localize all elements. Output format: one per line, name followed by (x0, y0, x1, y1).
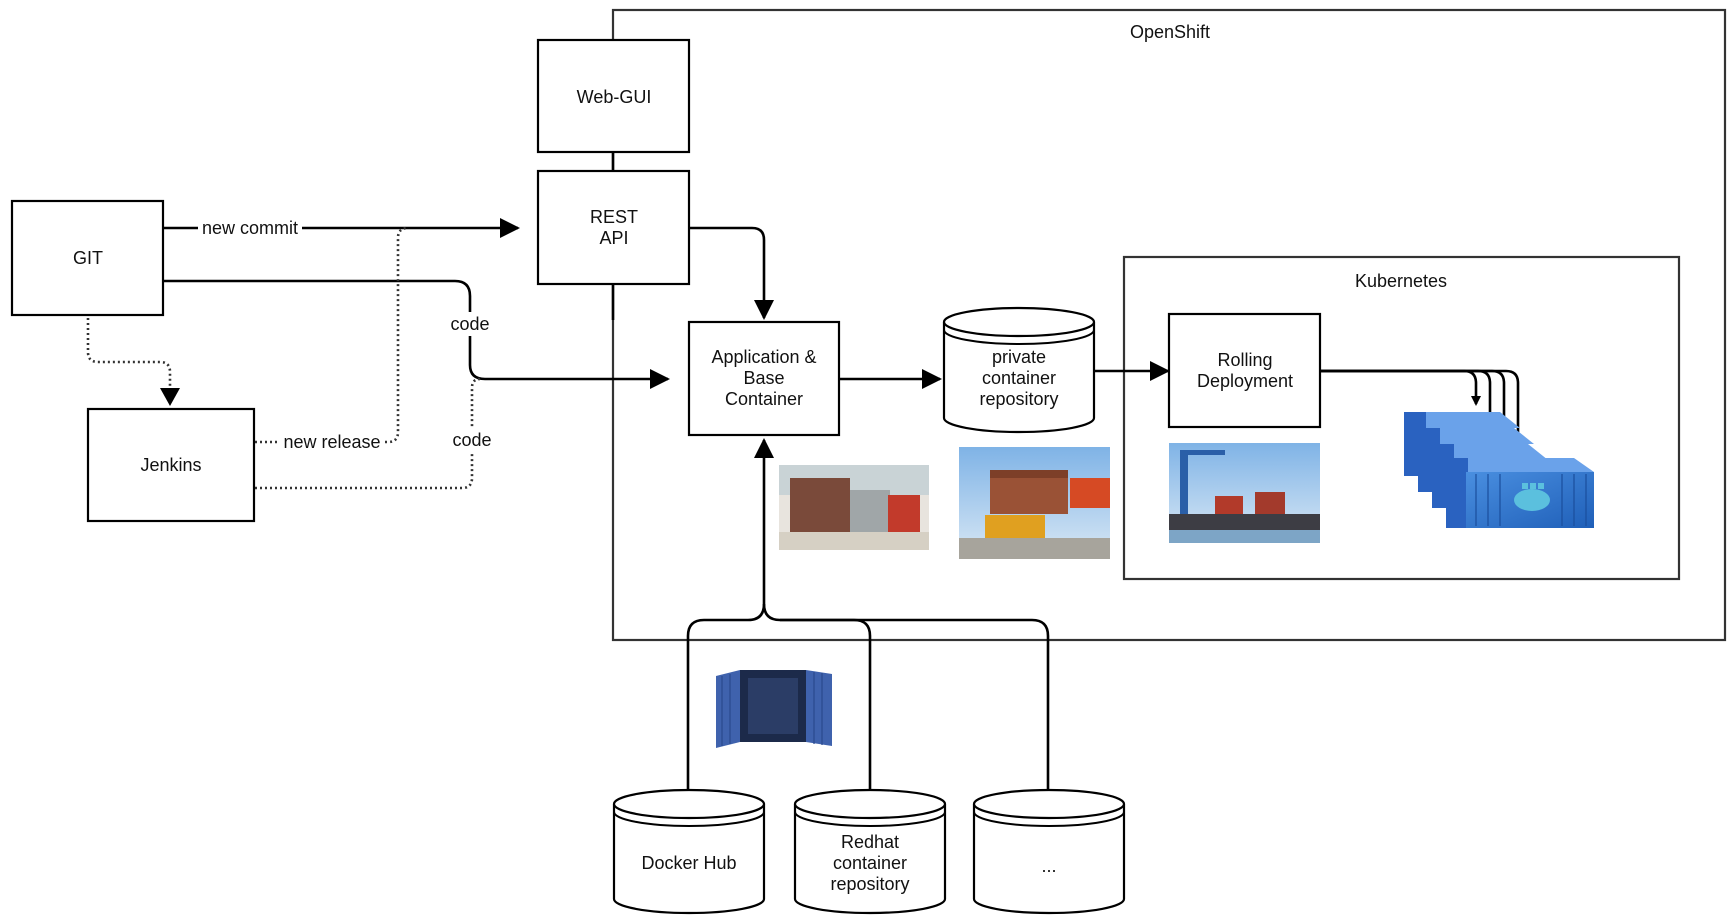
edge-label-jenkins-code: code (452, 430, 491, 450)
private-repo-line3: repository (979, 389, 1058, 409)
kubernetes-frame (1122, 255, 1681, 581)
docker-hub-label: Docker Hub (641, 853, 736, 873)
open-shipping-container (716, 670, 832, 748)
photo-container-loading (779, 465, 929, 550)
edge-label-new-release: new release (283, 432, 380, 452)
edge-registries-app (686, 438, 1050, 808)
jenkins-label: Jenkins (140, 455, 201, 475)
photo-cargo-ship-crane (1169, 443, 1320, 543)
docker-container-stack (1404, 412, 1594, 528)
web-gui-node[interactable]: Web-GUI (536, 38, 691, 154)
app-label-line1: Application & (711, 347, 816, 367)
jenkins-node[interactable]: Jenkins (86, 407, 256, 523)
app-label-line3: Container (725, 389, 803, 409)
rest-api-node[interactable]: REST API (536, 169, 691, 286)
edge-rolling-containers (1320, 369, 1523, 454)
app-label-line2: Base (743, 368, 784, 388)
web-gui-label: Web-GUI (577, 87, 652, 107)
git-node[interactable]: GIT (10, 199, 165, 317)
other-repo-label: ... (1041, 856, 1056, 876)
edge-rest-app (690, 226, 774, 320)
docker-whale-icon (1514, 489, 1550, 511)
openshift-frame (611, 8, 1727, 642)
edge-new-release (255, 226, 409, 444)
redhat-repo-line1: Redhat (841, 832, 899, 852)
rolling-deployment-node[interactable]: Rolling Deployment (1167, 312, 1322, 429)
rolling-label-line1: Rolling (1217, 350, 1272, 370)
edge-label-git-code: code (450, 314, 489, 334)
rest-api-label-line2: API (599, 228, 628, 248)
app-container-node[interactable]: Application & Base Container (687, 320, 841, 437)
edge-git-jenkins (86, 318, 172, 388)
redhat-repo-line3: repository (830, 874, 909, 894)
redhat-repository-node[interactable]: Redhat container repository (793, 788, 947, 915)
private-repo-line1: private (992, 347, 1046, 367)
openshift-label: OpenShift (1130, 22, 1210, 42)
photo-container-forklift (959, 447, 1110, 559)
edge-label-new-commit: new commit (202, 218, 298, 238)
rolling-label-line2: Deployment (1197, 371, 1293, 391)
git-label: GIT (73, 248, 103, 268)
redhat-repo-line2: container (833, 853, 907, 873)
private-repository-node[interactable]: private container repository (942, 306, 1096, 434)
other-repository-node[interactable]: ... (972, 788, 1126, 915)
edge-git-code (163, 279, 670, 389)
docker-hub-node[interactable]: Docker Hub (612, 788, 766, 915)
private-repo-line2: container (982, 368, 1056, 388)
kubernetes-label: Kubernetes (1355, 271, 1447, 291)
edge-jenkins-code (255, 377, 481, 490)
rest-api-label-line1: REST (590, 207, 638, 227)
